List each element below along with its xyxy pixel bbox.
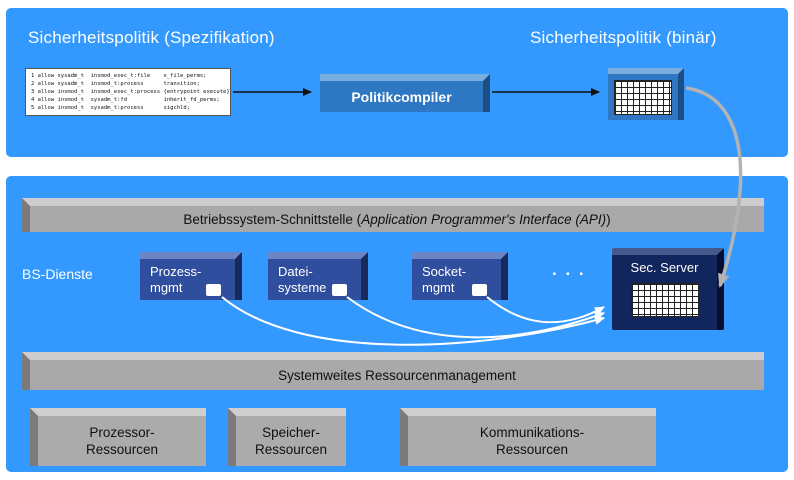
service-label: Socket- mgmt [422,264,467,295]
bs-dienste-label: BS-Dienste [22,266,93,282]
resource-box-prozessor: Prozessor- Ressourcen [30,408,206,466]
resource-label: Kommunikations- Ressourcen [479,425,585,457]
policy-line: 5 allow insmod_t sysadm_t:process sigchl… [31,105,190,111]
resource-management-bar: Systemweites Ressourcenmanagement [22,352,764,390]
binary-policy-box [608,68,684,120]
service-label: Datei- systeme [278,264,327,295]
spec-heading: Sicherheitspolitik (Spezifikation) [28,28,275,47]
sec-server-label: Sec. Server [630,260,699,275]
policy-line: 1 allow sysadm_t insmod_exec_t:file x_fi… [31,73,207,79]
binary-heading: Sicherheitspolitik (binär) [530,28,717,47]
api-bar-italic-text: Application Programmer's Interface (API) [361,211,607,227]
ellipsis-more-services: . . . [552,260,586,279]
sec-server-policy-grid-icon [630,283,699,317]
service-box-dateisysteme: Datei- systeme [268,252,368,300]
policy-line: 3 allow insmod_t insmod_exec_t:process {… [31,89,231,95]
policy-spec-panel: Sicherheitspolitik (Spezifikation) Siche… [6,8,788,157]
resource-label: Prozessor- Ressourcen [85,425,159,457]
resource-box-kommunikation: Kommunikations- Ressourcen [400,408,656,466]
api-bar: Betriebssystem-Schnittstelle (Applicatio… [22,198,764,232]
politikcompiler-box: Politikcompiler [320,74,490,112]
api-bar-text: Betriebssystem-Schnittstelle ( [183,211,362,227]
enforcement-hook-icon [332,284,347,296]
policy-line: 4 allow insmod_t sysadm_t:fd inherit_fd_… [31,97,220,103]
enforcement-hook-icon [472,284,487,296]
resource-management-label: Systemweites Ressourcenmanagement [278,367,516,383]
resource-label: Speicher- Ressourcen [254,425,328,457]
service-box-prozess-mgmt: Prozess- mgmt [140,252,242,300]
api-bar-text-suffix: ) [606,211,611,227]
politikcompiler-label: Politikcompiler [351,88,452,105]
sec-server-box: Sec. Server [612,248,724,330]
service-box-socket-mgmt: Socket- mgmt [412,252,508,300]
os-panel: Betriebssystem-Schnittstelle (Applicatio… [6,176,788,472]
resource-box-speicher: Speicher- Ressourcen [228,408,346,466]
policy-source-box: 1 allow sysadm_t insmod_exec_t:file x_fi… [25,68,231,116]
binary-policy-grid-icon [614,79,672,115]
enforcement-hook-icon [206,284,221,296]
policy-line: 2 allow sysadm_t insmod_t:process transi… [31,81,200,87]
service-label: Prozess- mgmt [150,264,202,295]
